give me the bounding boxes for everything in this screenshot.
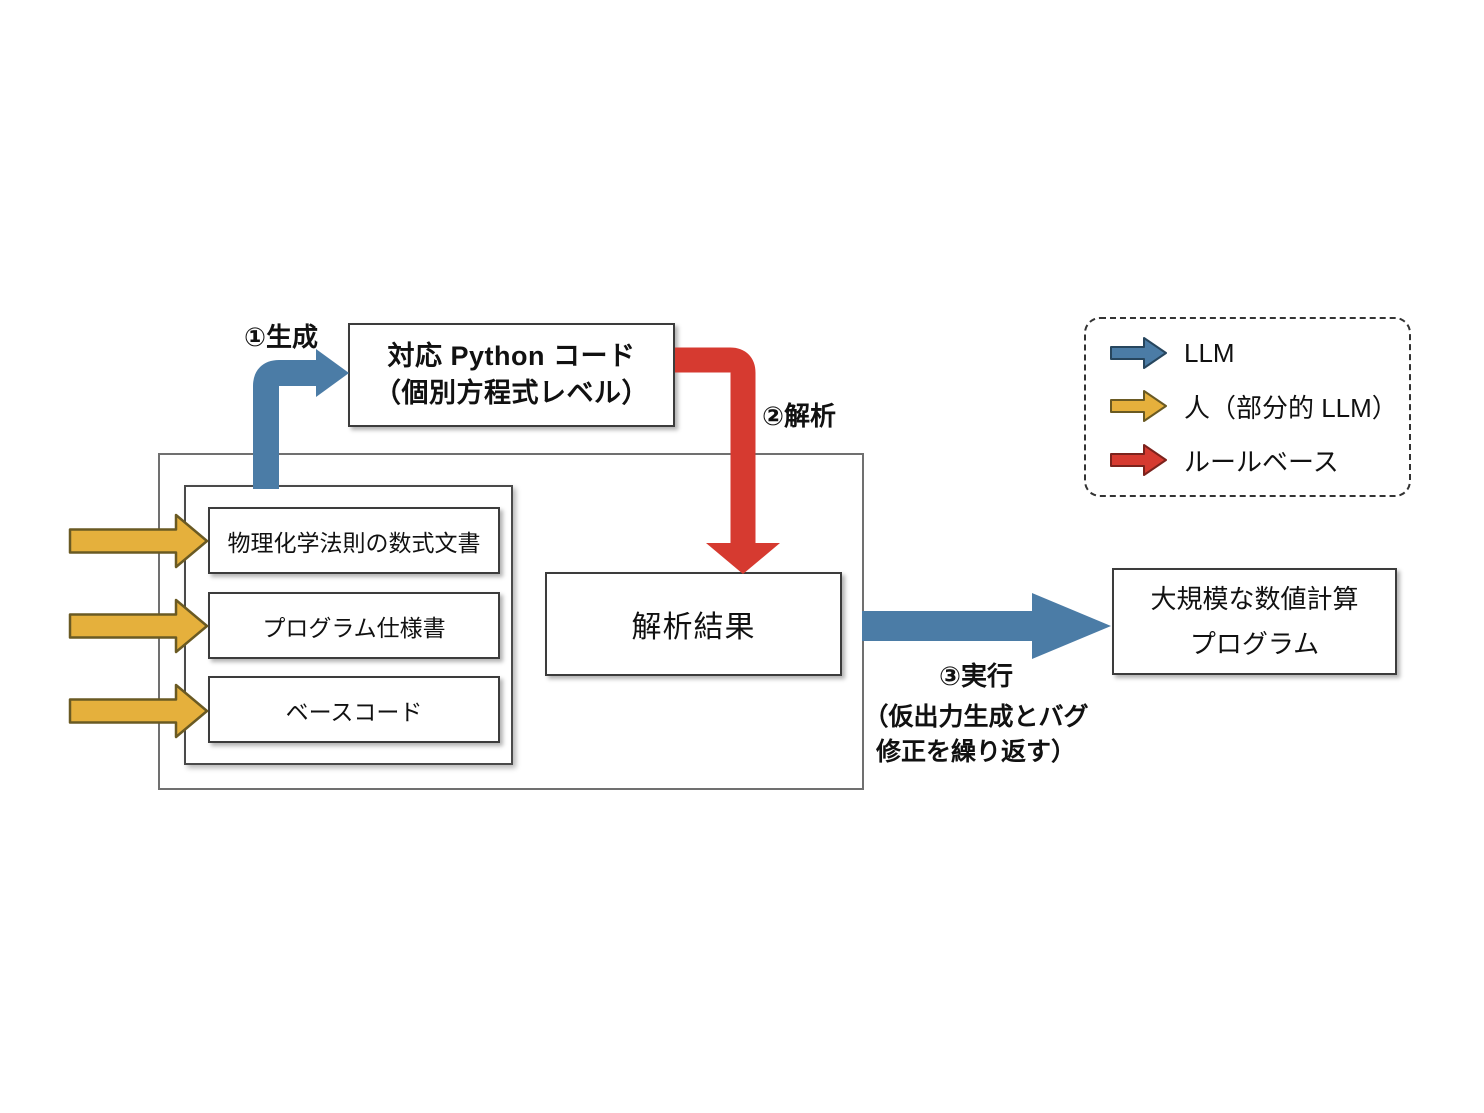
node-base-code-label: ベースコード <box>285 698 423 725</box>
node-analysis-result: 解析結果 <box>545 572 842 676</box>
legend-row-human: 人（部分的 LLM） <box>1108 388 1409 425</box>
step1-label: ①生成 <box>244 322 319 352</box>
legend-label-rule: ルールベース <box>1184 446 1339 477</box>
node-physics-math-doc-label: 物理化学法則の数式文書 <box>227 529 481 556</box>
human-arrow-icon <box>1110 390 1167 423</box>
step3-label: ③実行 <box>938 661 1013 691</box>
legend-row-rule: ルールベース <box>1108 442 1409 479</box>
node-python-code: 対応 Python コード （個別方程式レベル） <box>348 323 675 427</box>
legend-box: LLM 人（部分的 LLM） ルールベース <box>1084 317 1411 497</box>
step3-label-block: ③実行 （仮出力生成とバグ 修正を繰り返す） <box>850 656 1102 770</box>
legend-label-llm: LLM <box>1184 337 1235 368</box>
execute-arrow-icon <box>862 593 1111 659</box>
step2-label: ②解析 <box>762 401 837 431</box>
node-numeric-program: 大規模な数値計算 プログラム <box>1112 568 1397 675</box>
node-program-spec-label: プログラム仕様書 <box>262 614 446 641</box>
step3-note-line2: 修正を繰り返す） <box>875 738 1076 766</box>
step3-note-line1: （仮出力生成とバグ <box>863 703 1089 731</box>
legend-label-human: 人（部分的 LLM） <box>1184 392 1398 423</box>
node-numeric-program-line2: プログラム <box>1189 628 1320 659</box>
llm-arrow-icon <box>1110 337 1167 370</box>
node-analysis-result-label: 解析結果 <box>631 611 756 644</box>
node-numeric-program-line1: 大規模な数値計算 <box>1150 583 1359 614</box>
node-base-code: ベースコード <box>208 676 500 743</box>
rule-arrow-icon <box>1110 444 1167 477</box>
node-python-code-line1: 対応 Python コード <box>387 341 636 371</box>
node-python-code-line2: （個別方程式レベル） <box>374 378 649 408</box>
node-program-spec: プログラム仕様書 <box>208 592 500 659</box>
node-physics-math-doc: 物理化学法則の数式文書 <box>208 507 500 574</box>
legend-row-llm: LLM <box>1108 335 1409 371</box>
